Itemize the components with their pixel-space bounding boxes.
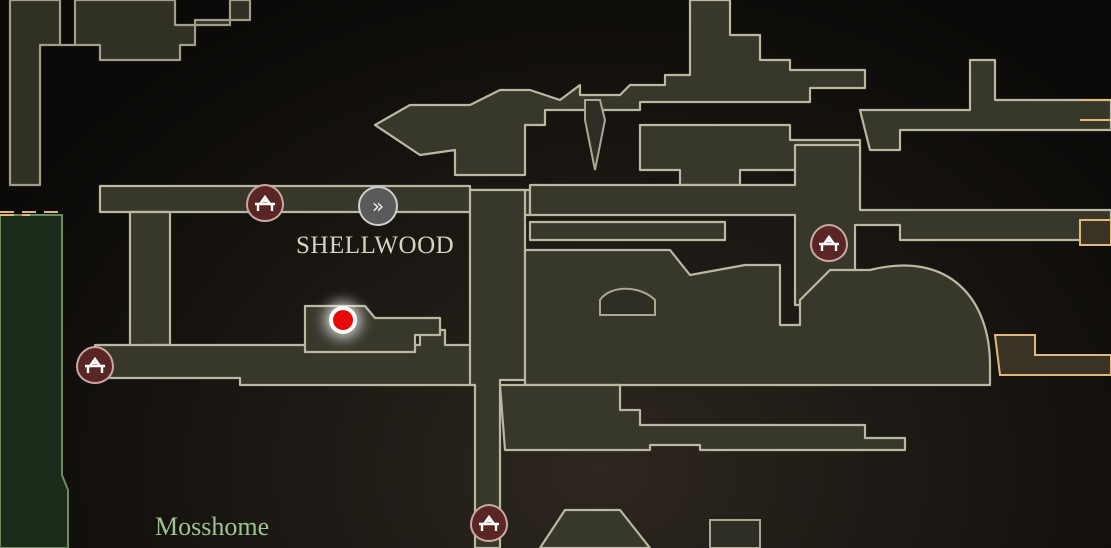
bench-icon[interactable] [76,346,114,384]
fast-travel-icon[interactable]: » [358,186,398,226]
bench-icon[interactable] [470,504,508,542]
neighbor-room [993,99,1111,376]
map-room [498,383,907,452]
map-room [538,508,652,548]
area-name-label: SHELLWOOD [296,232,455,259]
map-room [8,0,252,187]
map-room [528,220,727,242]
bench-icon[interactable] [246,184,284,222]
map-room [98,184,532,217]
map-room [128,210,172,352]
bench-icon[interactable] [810,224,848,262]
player-location-icon [333,310,353,330]
mosshome-region [0,214,69,548]
map-room [373,0,867,177]
ornament [584,99,607,171]
map-room [468,188,527,548]
map-room [523,248,992,387]
map-room [709,519,761,548]
map-room [599,287,656,316]
sub-area-name-label: Mosshome [155,512,270,541]
map-room [858,58,1111,152]
neighbor-room [1079,219,1111,246]
